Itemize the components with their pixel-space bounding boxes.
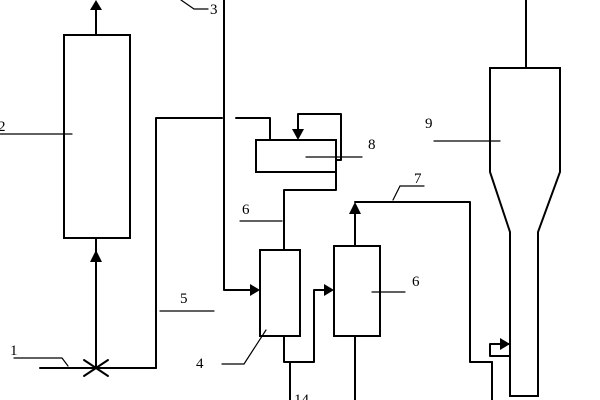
vessel-8 <box>235 113 363 251</box>
reactor-9 <box>433 0 561 400</box>
label-7: 7 <box>414 171 422 187</box>
label-1: 1 <box>10 343 18 359</box>
exchanger-6-body <box>333 245 381 337</box>
exchanger-4 <box>221 249 334 400</box>
top-outlet-arrow <box>90 0 102 10</box>
label-5: 5 <box>180 291 188 307</box>
feed-line-1 <box>13 357 157 377</box>
line-5-pipe <box>155 117 223 369</box>
vessel-8-body <box>255 139 337 173</box>
vessel-8-return-arrow <box>292 129 304 140</box>
column-unit <box>0 0 131 369</box>
reactor-9-inlet-arrow <box>500 338 510 350</box>
label-8: 8 <box>368 137 376 153</box>
leader-7 <box>392 185 425 201</box>
vessel-8-return-loop <box>297 113 342 161</box>
line-3-arrow <box>250 284 260 296</box>
label-6b: 6 <box>412 274 420 290</box>
exchanger-4-to-6 <box>283 289 327 363</box>
label-4: 4 <box>196 356 204 372</box>
label-6a: 6 <box>242 202 250 218</box>
line-to-vessel-8 <box>235 117 271 141</box>
leader-3 <box>180 0 209 10</box>
exchanger-4-body <box>259 249 301 337</box>
column-body <box>63 34 131 239</box>
line-3 <box>180 0 260 296</box>
line-7-pipe <box>354 201 493 363</box>
label-9: 9 <box>425 116 433 132</box>
bottom-feed-arrow <box>90 250 102 262</box>
line-3-pipe <box>223 0 253 291</box>
exchanger-6 <box>333 202 406 400</box>
exchanger-6-top-arrow <box>349 202 361 214</box>
line-5 <box>155 117 223 369</box>
junction-cross-b <box>83 359 109 377</box>
leader-4 <box>221 329 267 365</box>
label-14: 14 <box>294 392 310 400</box>
line-7 <box>354 185 493 363</box>
leader-1 <box>13 357 69 367</box>
label-2: 2 <box>0 119 6 135</box>
vessel-8-outlet <box>283 171 337 251</box>
to-exchanger-6-arrow <box>324 284 334 296</box>
reactor-9-body <box>489 67 561 397</box>
label-3: 3 <box>210 2 218 18</box>
